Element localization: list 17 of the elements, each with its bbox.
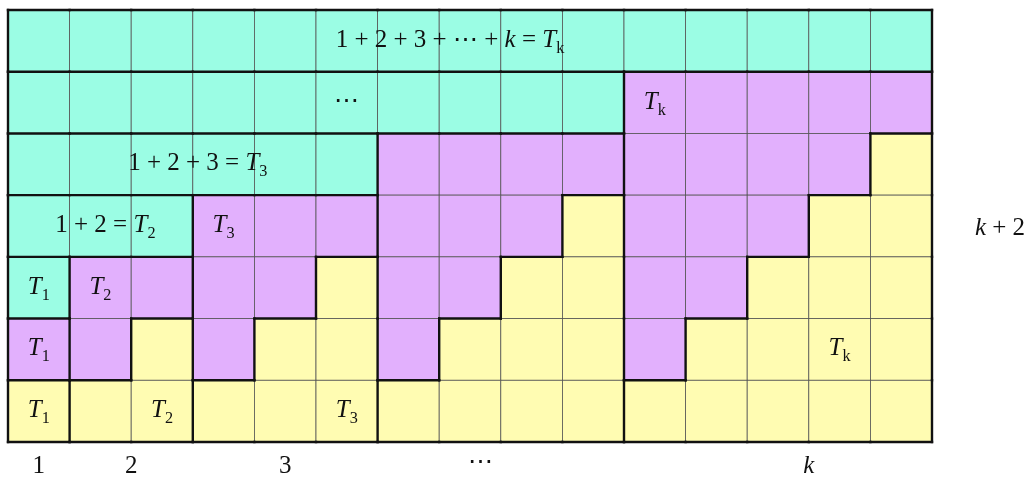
math-label: T$_{3}$ [335, 396, 358, 427]
ellipsis-label: ⋯ [334, 86, 360, 112]
math-label: T$_{1}$ [27, 272, 50, 303]
column-label: 2 [124, 451, 138, 477]
column-label: k [803, 451, 815, 477]
column-label: 1 [32, 451, 46, 477]
math-label: 1 + 2 = T$_{2}$ [55, 210, 156, 242]
column-label: ⋯ [468, 447, 494, 473]
math-label: T$_{k}$ [828, 334, 851, 365]
math-label: T$_{2}$ [89, 272, 112, 303]
math-label: T$_{1}$ [27, 334, 50, 365]
math-label: T$_{3}$ [212, 210, 235, 242]
math-label: T$_{k}$ [643, 87, 666, 118]
math-label: T$_{1}$ [27, 396, 50, 427]
math-label: T$_{2}$ [151, 396, 173, 427]
column-label: 3 [278, 451, 292, 477]
row-count-label: k + 2 [974, 213, 1026, 239]
